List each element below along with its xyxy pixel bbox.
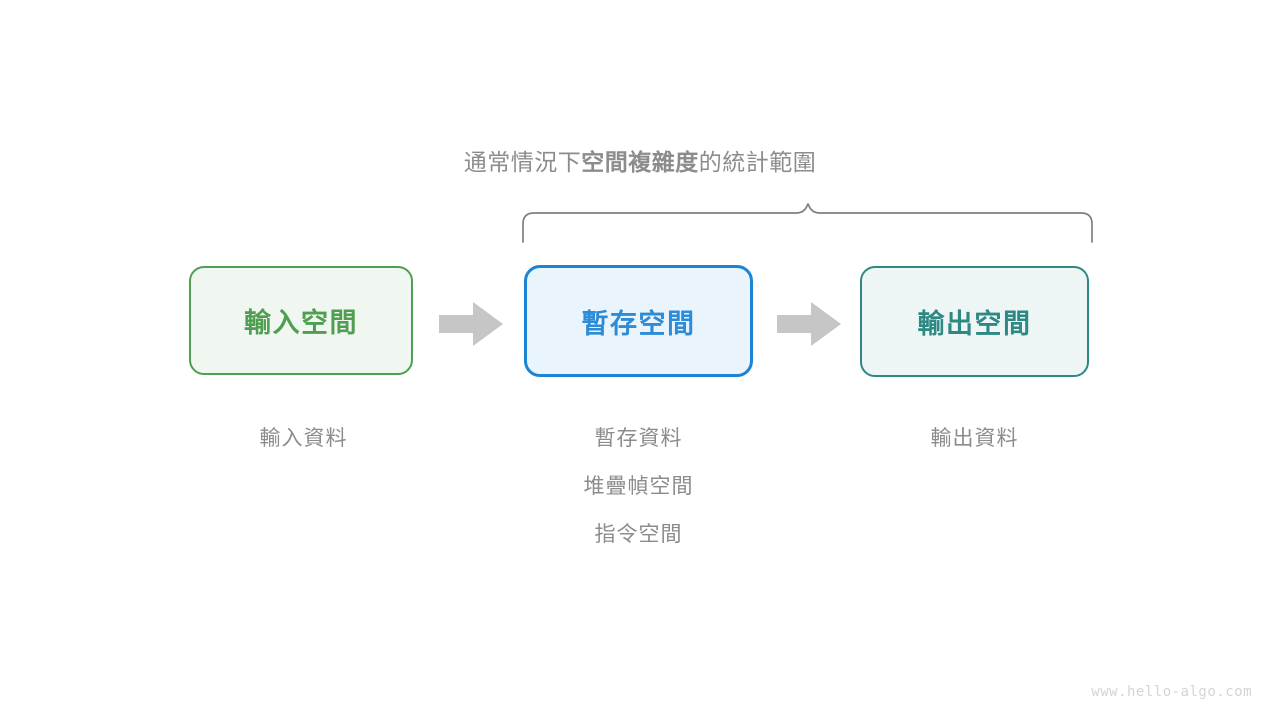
scope-title-prefix: 通常情況下 xyxy=(463,149,582,175)
right-arrow-icon xyxy=(439,302,503,346)
caption-item: 指令空間 xyxy=(594,523,683,546)
arrow-temp-to-output xyxy=(777,302,841,346)
scope-title-strong: 空間複雜度 xyxy=(581,149,699,175)
brace-icon xyxy=(522,203,1093,243)
caption-item: 輸入資料 xyxy=(259,427,348,450)
right-arrow-icon xyxy=(777,302,841,346)
watermark: www.hello-algo.com xyxy=(1091,684,1252,700)
stage-box-output-label: 輸出空間 xyxy=(917,309,1032,339)
arrow-input-to-temp xyxy=(439,302,503,346)
caption-group-input: 輸入資料 xyxy=(189,415,418,463)
caption-item: 輸出資料 xyxy=(930,427,1019,450)
caption-group-temp: 暫存資料 堆疊幀空間 指令空間 xyxy=(524,415,753,559)
stage-box-temp[interactable]: 暫存空間 xyxy=(524,265,753,377)
scope-title: 通常情況下空間複雜度的統計範圍 xyxy=(0,147,1280,177)
caption-item: 暫存資料 xyxy=(594,427,683,450)
stage-box-output[interactable]: 輸出空間 xyxy=(860,266,1089,377)
scope-title-suffix: 的統計範圍 xyxy=(698,149,817,175)
scope-brace xyxy=(515,198,1100,250)
stage-box-temp-label: 暫存空間 xyxy=(581,308,696,339)
stage-box-input-label: 輸入空間 xyxy=(244,308,358,338)
caption-group-output: 輸出資料 xyxy=(860,415,1089,463)
stage-box-input[interactable]: 輸入空間 xyxy=(189,266,413,375)
caption-item: 堆疊幀空間 xyxy=(583,475,694,498)
